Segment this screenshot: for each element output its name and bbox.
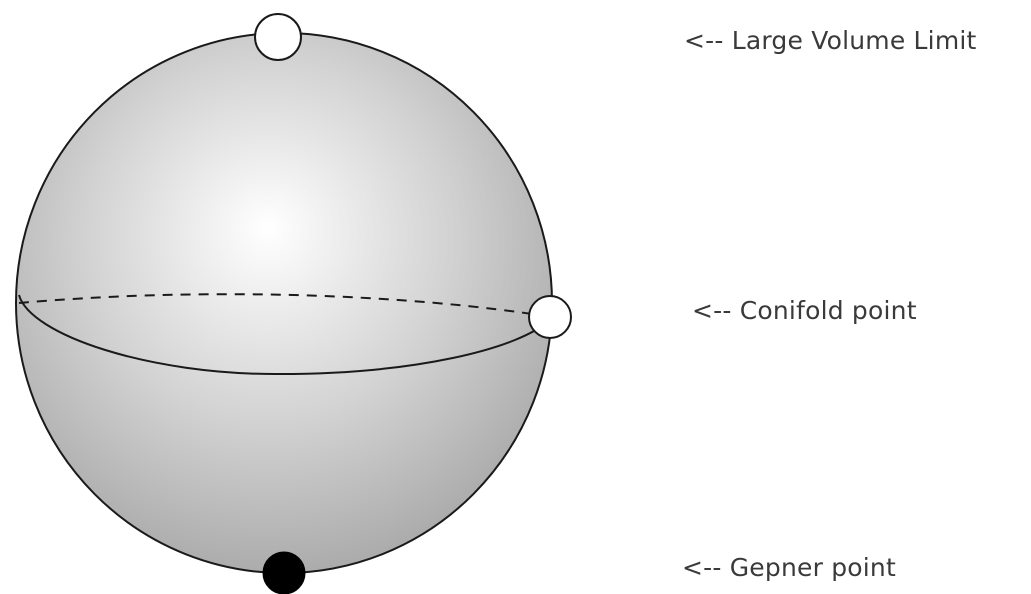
gepner-point-label: <-- Gepner point [682,553,896,582]
large-volume-limit-marker [255,14,301,60]
conifold-point-label: <-- Conifold point [692,296,917,325]
large-volume-limit-label: <-- Large Volume Limit [684,26,977,55]
gepner-point-marker [263,552,305,594]
conifold-point-marker [529,296,571,338]
sphere [16,33,552,573]
